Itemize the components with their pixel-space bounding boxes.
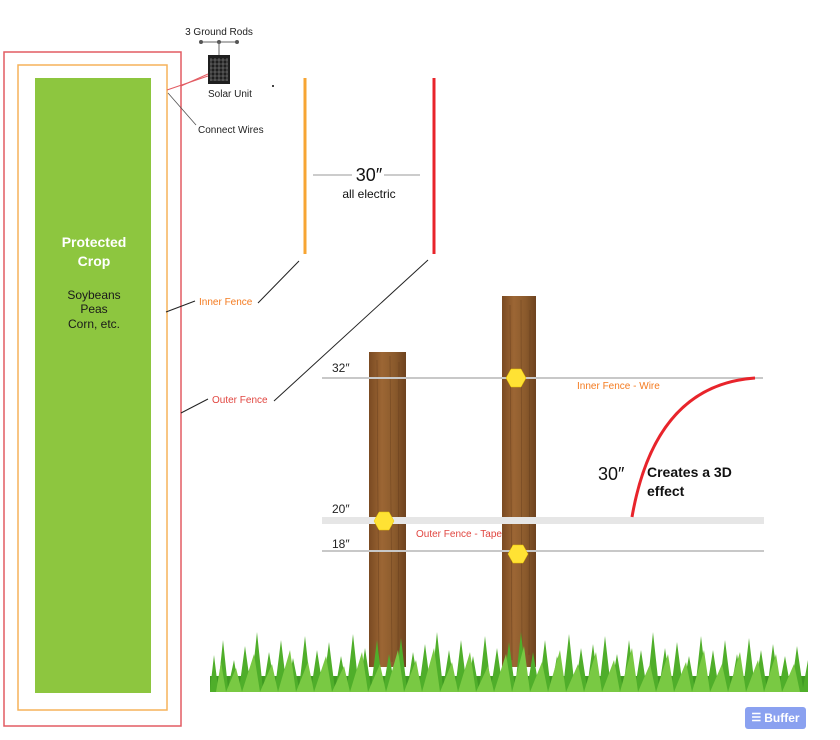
outer-fence-tape	[322, 517, 764, 524]
spacing-description: all electric	[342, 187, 395, 201]
effect-text-line1: Creates a 3D	[647, 464, 732, 480]
top-view: Protected Crop Soybeans Peas Corn, etc. …	[3, 27, 268, 727]
height-label-32: 32″	[332, 361, 350, 375]
inner-fence-label: Inner Fence	[199, 297, 253, 308]
dot-mark	[272, 85, 274, 87]
connect-wires-label: Connect Wires	[198, 125, 264, 136]
solar-unit-label: Solar Unit	[208, 89, 252, 100]
insulator-lower	[507, 544, 529, 564]
connect-wires-pointer	[167, 92, 197, 126]
solar-panel-icon	[208, 55, 230, 84]
side-view: 32″ 20″ 18″ Inner Fence - Wire Outer Fen…	[210, 296, 808, 692]
fence-spacing: 30″ all electric	[257, 78, 436, 402]
crop-title-line2: Crop	[78, 253, 111, 269]
height-label-18: 18″	[332, 537, 350, 551]
outer-tape-label: Outer Fence - Tape	[416, 529, 502, 540]
height-label-20: 20″	[332, 502, 350, 516]
outer-fence-rect	[3, 51, 182, 727]
outer-fence-pointer	[180, 398, 209, 414]
ground-rods-label: 3 Ground Rods	[185, 27, 253, 38]
stack-layers-icon: ☰	[751, 711, 762, 724]
crop-item-3: Corn, etc.	[68, 317, 120, 331]
ground-rod-1	[199, 40, 203, 44]
buffer-button-label: Buffer	[764, 711, 800, 725]
3d-effect-arc	[630, 376, 756, 518]
front-post	[369, 352, 406, 667]
arc-distance: 30″	[598, 464, 625, 484]
effect-text-line2: effect	[647, 483, 685, 499]
inner-wire-label: Inner Fence - Wire	[577, 381, 660, 392]
grass	[210, 632, 808, 692]
buffer-button[interactable]: ☰ Buffer	[745, 707, 806, 729]
connect-wire-inner	[166, 75, 209, 91]
crop-item-1: Soybeans	[67, 288, 120, 302]
outer-post-pointer	[273, 259, 429, 402]
ground-rod-3	[235, 40, 239, 44]
crop-item-2: Peas	[80, 302, 107, 316]
inner-fence-pointer	[165, 300, 196, 313]
outer-fence-label: Outer Fence	[212, 395, 268, 406]
insulator-tape	[373, 511, 395, 531]
insulator-top	[505, 368, 527, 388]
inner-fence-rect	[17, 64, 168, 711]
protected-crop-area	[35, 78, 151, 693]
back-post	[502, 296, 536, 667]
inner-post-pointer	[257, 260, 300, 304]
crop-title-line1: Protected	[62, 234, 127, 250]
spacing-distance: 30″	[356, 165, 383, 185]
